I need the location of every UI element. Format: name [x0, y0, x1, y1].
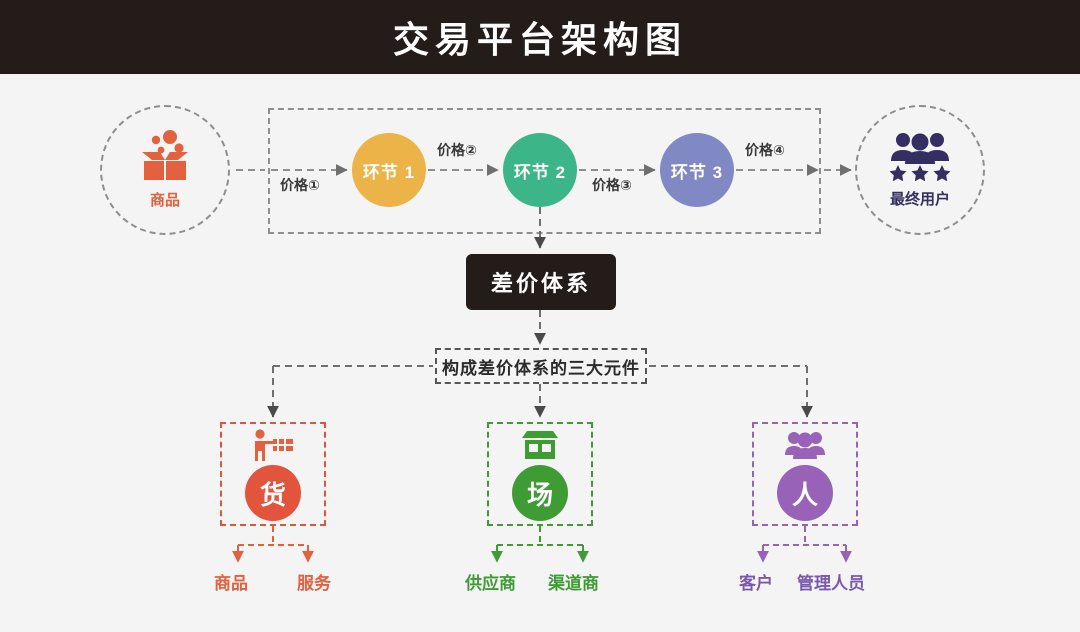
leaf-label-marketplace-1: 供应商 [465, 574, 516, 593]
element-glyph-marketplace-text: 场 [526, 479, 553, 510]
element-box-marketplace[interactable]: 场 [487, 422, 593, 526]
node-stage-2-label: 环节 2 [513, 162, 567, 182]
node-three-components-text: 构成差价体系的三大元件 [442, 358, 640, 378]
element-glyph-marketplace: 场 [512, 465, 568, 521]
node-price-difference-system-label: 差价体系 [490, 271, 591, 296]
chain-group-frame [268, 108, 821, 234]
person-shelf-icon [251, 427, 295, 461]
node-stage-3[interactable]: 环节 3 [660, 133, 734, 207]
price-label-2: 价格② [437, 142, 477, 158]
people-group-icon [783, 427, 827, 461]
node-stage-1[interactable]: 环节 1 [352, 133, 426, 207]
leaf-label-goods-1: 商品 [214, 574, 248, 593]
element-glyph-people-text: 人 [791, 479, 818, 510]
node-three-components-label[interactable]: 构成差价体系的三大元件 [435, 348, 647, 384]
leaf-label-marketplace-2: 渠道商 [548, 574, 599, 593]
leaf-label-goods-2: 服务 [297, 574, 331, 593]
node-source-commodity[interactable]: 商品 [100, 105, 230, 235]
element-glyph-goods-text: 货 [259, 479, 286, 510]
price-label-1: 价格① [280, 177, 320, 193]
leaf-label-people-2: 管理人员 [797, 574, 865, 593]
element-glyph-goods: 货 [245, 465, 301, 521]
node-source-label: 商品 [149, 192, 180, 209]
price-label-3: 价格③ [592, 177, 632, 193]
element-box-goods[interactable]: 货 [220, 422, 326, 526]
node-stage-3-label: 环节 3 [670, 162, 724, 182]
node-end-user-label: 最终用户 [889, 191, 950, 208]
node-stage-1-label: 环节 1 [362, 162, 416, 182]
leaf-label-people-1: 客户 [739, 574, 773, 593]
node-end-user[interactable]: 最终用户 [855, 105, 985, 235]
element-box-people[interactable]: 人 [752, 422, 858, 526]
users-stars-icon [885, 131, 955, 186]
open-box-icon [134, 130, 196, 187]
page-title: 交易平台架构图 [392, 20, 687, 61]
node-price-difference-system[interactable]: 差价体系 [466, 254, 616, 310]
element-glyph-people: 人 [777, 465, 833, 521]
title-banner: 交易平台架构图 [0, 0, 1080, 74]
node-stage-2[interactable]: 环节 2 [503, 133, 577, 207]
storefront-icon [520, 427, 560, 461]
price-label-4: 价格④ [745, 142, 785, 158]
